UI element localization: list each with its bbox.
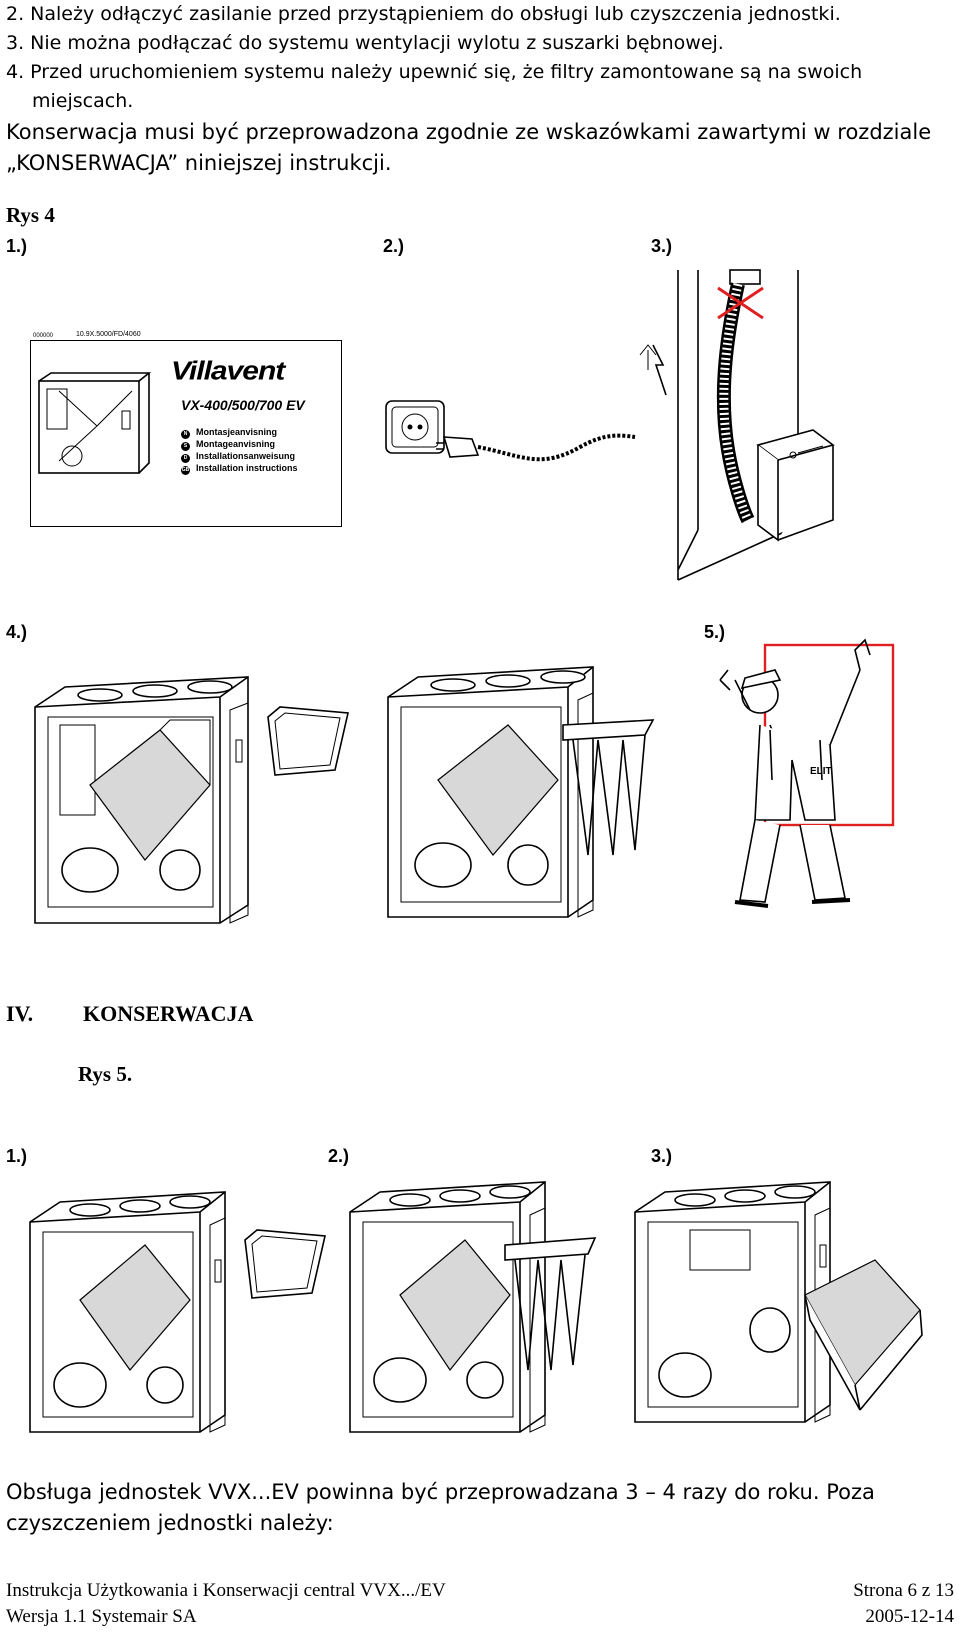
manual-unit-thumbnail-icon bbox=[38, 372, 152, 474]
figure-5-label: Rys 5. bbox=[78, 1062, 133, 1086]
forbidden-cross-icon bbox=[717, 286, 764, 320]
manual-language-gb: GB Installation instructions bbox=[181, 463, 298, 475]
unit-heat-exchanger-removal-illustration bbox=[634, 1181, 923, 1423]
footer-page-number: Strona 6 z 13 bbox=[853, 1580, 954, 1601]
section-number: IV. bbox=[6, 1001, 34, 1026]
instruction-item-4-cont: miejscach. bbox=[32, 90, 134, 112]
tumble-dryer-forbidden-illustration bbox=[639, 269, 835, 581]
maintenance-paragraph-line-2: „KONSERWACJA” niniejszej instrukcji. bbox=[6, 151, 392, 175]
language-badge-icon: GB bbox=[181, 466, 190, 475]
unit-panel-filter-illustration-b bbox=[29, 1191, 326, 1433]
unit-bag-filter-illustration-b bbox=[349, 1181, 597, 1433]
language-text: Installationsanweisung bbox=[196, 451, 296, 461]
figure-4-step-1: 1.) bbox=[6, 236, 28, 256]
footer-document-title: Instrukcja Użytkowania i Konserwacji cen… bbox=[6, 1580, 446, 1601]
manual-language-s: S Montageanvisning bbox=[181, 439, 298, 451]
instruction-item-3: 3. Nie można podłączać do systemu wentyl… bbox=[6, 32, 724, 54]
figure-4-step-5: 5.) bbox=[704, 622, 726, 642]
maintenance-paragraph-line-1: Konserwacja musi być przeprowadzona zgod… bbox=[6, 120, 932, 144]
worker-holding-panel-illustration bbox=[719, 638, 895, 908]
figure-4-step-4: 4.) bbox=[6, 622, 28, 642]
electric-bolt-icon bbox=[652, 344, 667, 396]
language-badge-icon: D bbox=[181, 454, 190, 463]
service-frequency-line-2: czyszczeniem jednostki należy: bbox=[6, 1511, 334, 1535]
language-text: Installation instructions bbox=[196, 463, 298, 473]
manual-model: VX-400/500/700 EV bbox=[181, 397, 305, 413]
language-badge-icon: S bbox=[181, 442, 190, 451]
worker-label: ELIT bbox=[810, 766, 832, 777]
language-text: Montasjeanvisning bbox=[196, 427, 278, 437]
figure-5-step-3: 3.) bbox=[651, 1146, 673, 1166]
language-badge-icon: N bbox=[181, 430, 190, 439]
language-text: Montageanvisning bbox=[196, 439, 276, 449]
service-frequency-line-1: Obsługa jednostek VVX...EV powinna być p… bbox=[6, 1480, 875, 1504]
manual-languages: N Montasjeanvisning S Montageanvisning D In… bbox=[181, 427, 298, 475]
footer-date: 2005-12-14 bbox=[865, 1606, 954, 1627]
section-title: KONSERWACJA bbox=[83, 1001, 254, 1026]
figure-4-label: Rys 4 bbox=[6, 203, 55, 227]
manual-language-n: N Montasjeanvisning bbox=[181, 427, 298, 439]
manual-doc-code: 10.9X.5000/FD/4060 bbox=[76, 331, 141, 338]
figure-5-step-1: 1.) bbox=[6, 1146, 28, 1166]
unit-panel-filter-illustration-a bbox=[34, 676, 349, 924]
manual-doc-code-left: 000000 bbox=[33, 333, 54, 339]
unit-bag-filter-illustration-a bbox=[387, 666, 655, 918]
figure-5-step-2: 2.) bbox=[328, 1146, 350, 1166]
instruction-item-4: 4. Przed uruchomieniem systemu należy up… bbox=[6, 61, 863, 83]
brand-logo: Villavent bbox=[171, 357, 285, 386]
instruction-item-2: 2. Należy odłączyć zasilanie przed przys… bbox=[6, 3, 841, 25]
figure-4-step-3: 3.) bbox=[651, 236, 673, 256]
figure-4-step-2: 2.) bbox=[383, 236, 405, 256]
manual-language-d: D Installationsanweisung bbox=[181, 451, 298, 463]
footer-version: Wersja 1.1 Systemair SA bbox=[6, 1606, 197, 1627]
power-plug-unplug-illustration bbox=[385, 400, 636, 462]
installation-manual-cover: 000000 10.9X.5000/FD/4060 Villavent VX-4… bbox=[30, 331, 342, 527]
